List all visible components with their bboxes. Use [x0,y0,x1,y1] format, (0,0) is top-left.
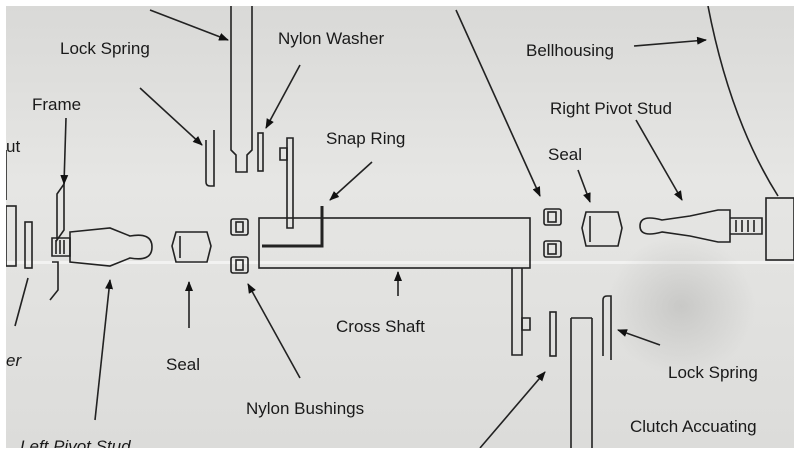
nylon-bushing-right-bottom [543,240,562,258]
lock-spring-left [205,130,215,187]
paper-sheet: Lock Spring Nylon Washer Bellhousing Fra… [6,6,794,448]
release-rod-bottom [570,317,593,448]
right-pivot-stud-thread [730,217,763,235]
left-pivot-stud-thread [51,237,71,257]
frame-part-upper [56,181,65,243]
right-pivot-stud-part [639,209,731,243]
nylon-bushing-left-bottom [230,256,249,274]
lock-spring-right [602,295,612,360]
arrow-right-pivot-stud [635,119,683,201]
label-bellhousing: Bellhousing [526,41,614,60]
water-stain [606,236,756,376]
frame-part-lower [49,261,59,301]
arrow-left-pivot-stud [94,279,114,421]
lever-arm-right [511,268,523,356]
arrow-seal-right [577,169,591,203]
seal-right-part [581,211,623,247]
nylon-bushing-right-top [543,208,562,226]
release-rod-top [230,6,253,173]
label-left-pivot-stud: Left Pivot Stud [20,437,131,448]
arrow-bellhousing [633,36,707,47]
arrow-bushing-right [455,9,541,197]
lever-arm-left-tab [279,147,288,161]
arrow-washer [14,277,29,327]
label-seal-right: Seal [548,145,583,164]
label-washer-partial: er [6,351,22,370]
label-nut-partial: ut [6,137,21,156]
label-lock-spring-bottom: Lock Spring [668,363,758,382]
nylon-washer-part [257,132,264,172]
nylon-bushing-left-top-inner [235,221,244,233]
nylon-bushing-left-top [230,218,249,236]
paper-crease [6,261,794,264]
arrow-snap-ring [329,161,373,201]
label-clutch-actuating: Clutch Accuating [630,417,757,436]
arrow-lock-spring-top [139,87,203,146]
nylon-bushing-right-top-inner [547,211,557,223]
label-seal-left: Seal [166,355,201,374]
arrow-nylon-bushings [247,283,301,379]
label-nylon-washer: Nylon Washer [278,29,385,48]
label-right-pivot-stud: Right Pivot Stud [550,99,672,118]
arrow-top-left [149,9,229,41]
bellhousing-curve [707,6,779,197]
left-pivot-stud-part [69,227,153,267]
cross-shaft-exploded-view [6,6,794,448]
arrow-nylon-washer [265,64,301,129]
lever-arm-right-tab [521,317,531,331]
label-nylon-bushings: Nylon Bushings [246,399,365,418]
nylon-washer-right [549,311,557,357]
arrow-frame [60,117,69,185]
label-lock-spring-top: Lock Spring [60,39,150,58]
label-frame: Frame [32,95,82,114]
nut-part [6,205,17,267]
cross-shaft-part [258,217,531,269]
nylon-bushing-right-bottom-inner [547,243,557,255]
lever-arm-left [286,137,294,229]
bellhousing-block [765,197,794,261]
seal-left-part [171,231,212,263]
arrow-lock-spring-bottom [617,329,661,346]
arrow-clutch-actuating [479,371,546,448]
snap-ring-part [262,206,324,248]
label-cross-shaft: Cross Shaft [336,317,425,336]
nylon-bushing-left-bottom-inner [235,259,244,271]
washer-part [24,221,33,269]
label-snap-ring: Snap Ring [326,129,406,148]
